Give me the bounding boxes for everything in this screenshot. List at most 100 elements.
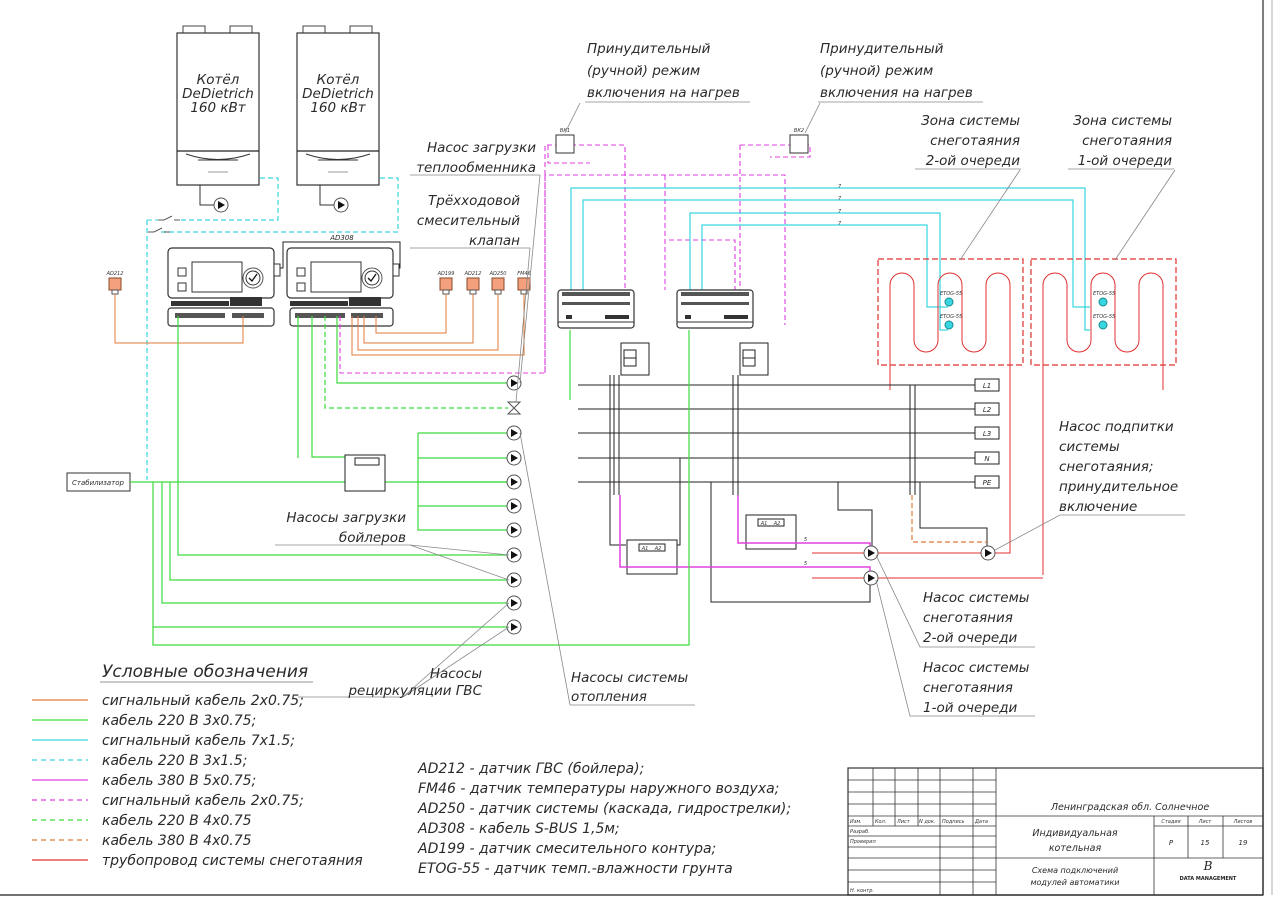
signal-cable-7x1.5 [570,187,1090,331]
snowmelt-zone-2: ETOG-55 ETOG-55 [877,258,1024,390]
note: AD250 - датчик системы (каскада, гидрост… [417,801,791,817]
svg-text:N: N [984,455,990,463]
svg-text:Трёхходовой: Трёхходовой [428,193,520,209]
svg-text:снеготаяния: снеготаяния [923,610,1013,626]
svg-text:принудительное: принудительное [1059,479,1178,495]
svg-text:включение: включение [1059,499,1137,515]
legend-label: кабель 220 В 3х0.75; [102,713,256,729]
bus-terminal-l3: L3 [974,426,1000,440]
svg-text:A1: A1 [641,546,649,552]
cable-mark: 7 [838,221,842,227]
callout-mix-valve: Трёхходовой смесительный клапан [417,193,520,249]
title-block [847,767,1264,896]
note: AD308 - кабель S-BUS 1,5м; [417,821,620,837]
svg-text:Стадия: Стадия [1161,819,1180,825]
svg-text:клапан: клапан [469,233,520,249]
svg-text:Зона системы: Зона системы [921,113,1020,129]
callout-heating-pumps: Насосы системы отопления [571,670,688,705]
svg-text:(ручной) режим: (ручной) режим [587,63,700,79]
svg-text:Изм.: Изм. [850,819,862,825]
svg-text:снеготаяния: снеготаяния [930,133,1020,149]
svg-text:Зона системы: Зона системы [1073,113,1172,129]
svg-text:Лист: Лист [1198,819,1213,825]
svg-text:смесительный: смесительный [417,213,520,229]
svg-text:ETOG-55: ETOG-55 [940,291,962,297]
svg-text:(ручной) режим: (ручной) режим [820,63,933,79]
controller-2 [286,247,400,327]
project-l1: Индивидуальная [1032,828,1118,839]
stabilizer-label: Стабилизатор [72,479,125,487]
callout-forced-mode-1: Принудительный (ручной) режим включения … [585,41,750,103]
switch-bk1-label: ВК1 [560,128,570,134]
sheet-title-l2: модулей автоматики [1031,878,1120,887]
svg-text:AD212: AD212 [464,271,482,277]
legend-item: сигнальный кабель 7х1.5; [32,733,295,749]
boiler-1-label-l1: Котёл [197,72,240,88]
note: FM46 - датчик температуры наружного возд… [418,781,779,797]
legend-item: кабель 220 В 3х1.5; [32,753,247,769]
svg-text:Кол.: Кол. [875,819,886,825]
company-name: DATA MANAGEMENT [1180,876,1237,882]
bus-terminal-pe: PE [974,475,1000,489]
note: AD199 - датчик смесительного контура; [417,841,716,857]
legend: Условные обозначения сигнальный кабель 2… [32,662,363,869]
svg-text:теплообменника: теплообменника [416,160,536,176]
svg-text:AD250: AD250 [489,271,507,277]
switch-bk2-label: ВК2 [794,128,804,134]
svg-text:Принудительный: Принудительный [587,41,711,57]
core-count: 5 [804,561,807,567]
svg-text:отопления: отопления [571,689,647,705]
svg-text:Лист: Лист [896,819,911,825]
callout-snow-pump-1: Насос системы снеготаяния 1-ой очереди [923,660,1030,716]
svg-text:Н. контр.: Н. контр. [850,888,874,894]
svg-text:Насос системы: Насос системы [923,590,1030,606]
legend-label: кабель 220 В 4х0.75 [102,813,252,829]
legend-item: кабель 220 В 4х0.75 [32,813,252,829]
sensor-ad199: AD199 [437,271,455,295]
legend-label: кабель 380 В 4х0.75 [102,833,252,849]
controller-1 [167,247,281,327]
svg-text:L1: L1 [983,382,991,390]
boiler-2-label-l1: Котёл [317,72,360,88]
sensor-ad250: AD250 [489,271,507,295]
company-logo-icon: B [1203,859,1213,873]
svg-text:AD212: AD212 [106,271,124,277]
legend-title: Условные обозначения [102,662,308,682]
project-l2: котельная [1049,843,1102,854]
sheet-value: 15 [1201,839,1210,847]
svg-text:AD199: AD199 [437,271,455,277]
note: ETOG-55 - датчик темп.-влажности грунта [418,861,733,877]
cable-mark: 7 [838,196,842,202]
legend-item: кабель 220 В 3х0.75; [32,713,256,729]
legend-label: трубопровод системы снеготаяния [102,853,363,869]
svg-text:L3: L3 [983,430,991,438]
svg-text:Насосы системы: Насосы системы [571,670,688,686]
legend-item: кабель 380 В 5х0.75; [32,773,256,789]
legend-label: сигнальный кабель 2х0.75; [102,693,304,709]
contactor-1: A1 A2 [626,539,678,575]
snowmelt-controller-1 [557,289,635,329]
sheet-title-l1: Схема подключений [1032,866,1118,875]
power-bus [578,375,988,603]
callout-forced-mode-2: Принудительный (ручной) режим включения … [818,41,983,103]
boiler-1-label-l3: 160 кВт [190,100,246,116]
svg-text:системы: системы [1059,439,1120,455]
svg-text:снеготаяния: снеготаяния [1082,133,1172,149]
svg-text:бойлеров: бойлеров [339,530,406,546]
svg-text:Насос системы: Насос системы [923,660,1030,676]
location: Ленинградская обл. Солнечное [1050,802,1210,813]
cable-220v-3x0.75 [130,316,690,646]
cable-mark: 7 [838,184,842,190]
title-block-text: Изм. Кол. Лист N док. Подпись Дата Разра… [850,802,1252,894]
svg-text:рециркуляции ГВС: рециркуляции ГВС [347,683,482,699]
snow-pump-2-icon [863,545,879,561]
svg-text:A2: A2 [773,521,781,527]
sheets-value: 19 [1239,839,1248,847]
makeup-pump-icon [980,545,996,561]
legend-item: сигнальный кабель 2х0.75; [32,693,304,709]
mix-valve-icon [506,401,522,415]
svg-text:Насосы: Насосы [430,666,483,682]
cable-220v-3x1.5 [146,177,399,480]
svg-text:PE: PE [983,479,992,487]
svg-text:включения на нагрев: включения на нагрев [587,85,740,101]
